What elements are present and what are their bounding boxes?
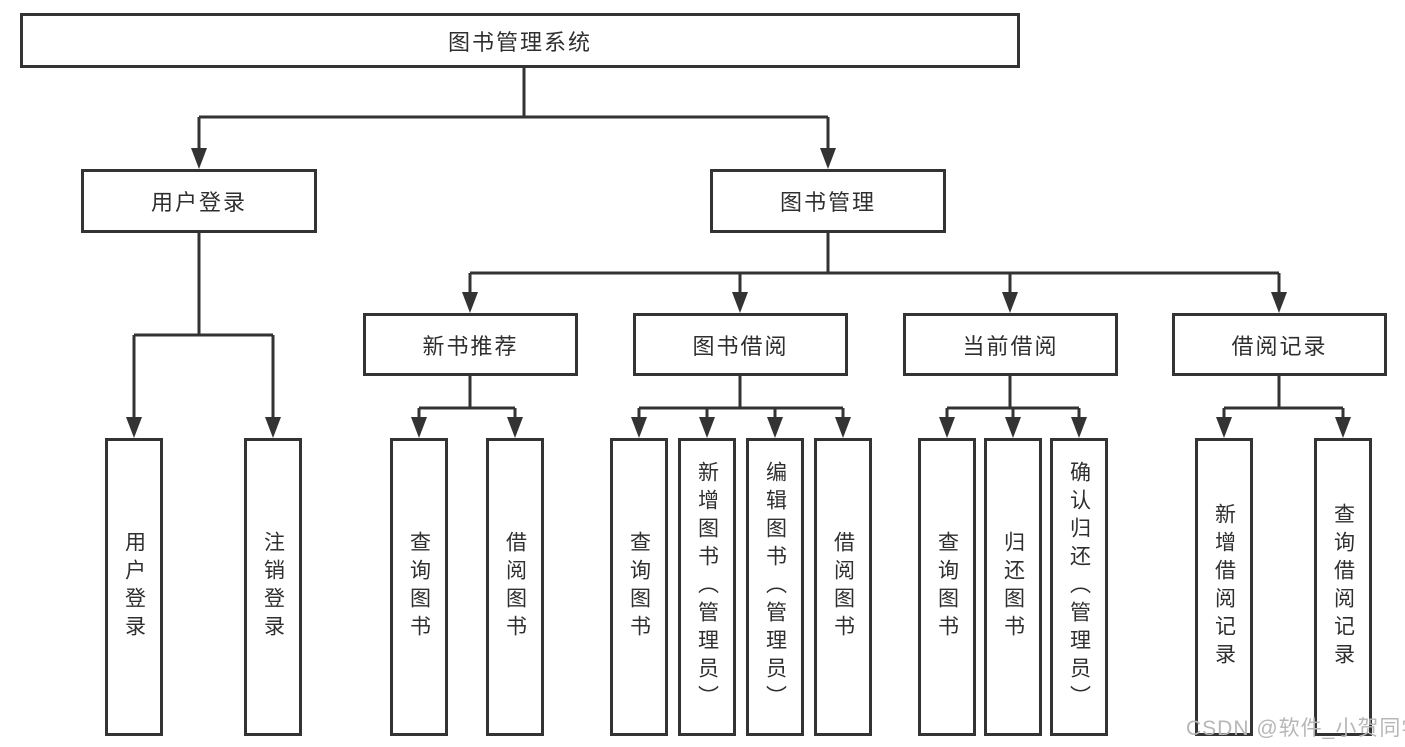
- node-label: 借阅图书: [831, 531, 855, 643]
- node-book-borrowing: 图书借阅: [633, 313, 848, 376]
- node-label: 注销登录: [261, 531, 285, 643]
- node-label: 编辑图书（管理员）: [763, 461, 787, 713]
- leaf-confirm-return-admin: 确认归还（管理员）: [1050, 438, 1108, 736]
- leaf-borrow-books: 借阅图书: [814, 438, 872, 736]
- node-label: 查询图书: [407, 531, 431, 643]
- node-label: 用户登录: [150, 190, 247, 215]
- node-label: 图书管理系统: [447, 29, 592, 55]
- leaf-add-borrow-record: 新增借阅记录: [1195, 438, 1253, 736]
- node-label: 借阅图书: [503, 531, 527, 643]
- leaf-borrow-books-recommend: 借阅图书: [486, 438, 544, 736]
- leaf-add-book-admin: 新增图书（管理员）: [678, 438, 736, 736]
- node-label: 新增图书（管理员）: [695, 461, 719, 713]
- node-user-login: 用户登录: [81, 169, 317, 233]
- node-label: 查询借阅记录: [1331, 503, 1355, 671]
- node-label: 图书借阅: [692, 333, 789, 359]
- node-current-borrowing: 当前借阅: [903, 313, 1118, 376]
- node-label: 新书推荐: [422, 333, 519, 359]
- node-book-management: 图书管理: [710, 169, 946, 233]
- leaf-query-borrow-record: 查询借阅记录: [1314, 438, 1372, 736]
- leaf-user-login: 用户登录: [105, 438, 163, 736]
- node-library-management-system: 图书管理系统: [20, 13, 1020, 68]
- arrowheads: [126, 148, 1351, 438]
- node-label: 用户登录: [122, 531, 146, 643]
- leaf-query-books-current: 查询图书: [918, 438, 976, 736]
- leaf-logout: 注销登录: [244, 438, 302, 736]
- node-label: 查询图书: [935, 531, 959, 643]
- leaf-query-books-recommend: 查询图书: [390, 438, 448, 736]
- node-label: 当前借阅: [962, 333, 1059, 359]
- node-label: 归还图书: [1001, 531, 1025, 643]
- leaf-return-book: 归还图书: [984, 438, 1042, 736]
- node-new-book-recommend: 新书推荐: [363, 313, 578, 376]
- node-label: 确认归还（管理员）: [1067, 461, 1091, 713]
- leaf-edit-book-admin: 编辑图书（管理员）: [746, 438, 804, 736]
- csdn-watermark: CSDN @软件_小贺同学: [1186, 717, 1405, 740]
- node-label: 图书管理: [779, 190, 876, 215]
- node-label: 借阅记录: [1231, 333, 1328, 359]
- node-label: 新增借阅记录: [1212, 503, 1236, 671]
- node-borrowing-records: 借阅记录: [1172, 313, 1387, 376]
- leaf-query-books-borrow: 查询图书: [610, 438, 668, 736]
- node-label: 查询图书: [627, 531, 651, 643]
